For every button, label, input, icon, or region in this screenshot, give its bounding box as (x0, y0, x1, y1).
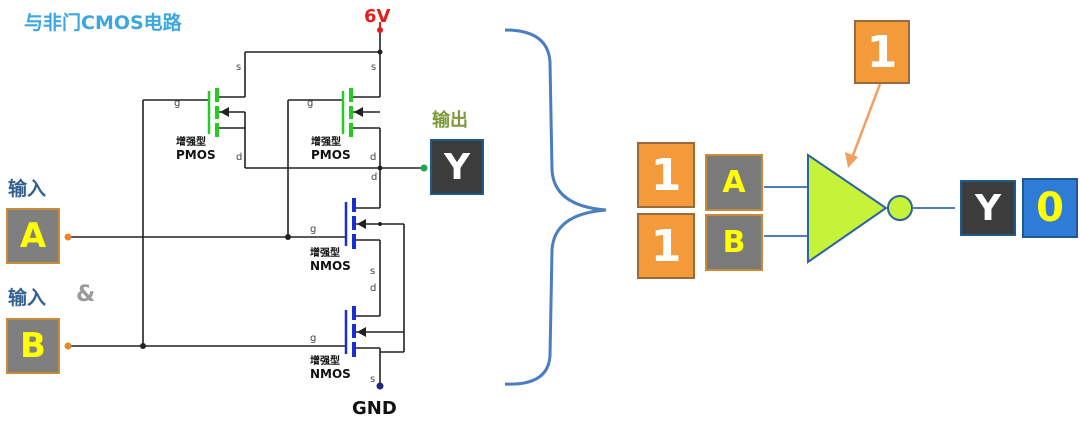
input-a-box: A (6, 208, 60, 264)
supply-node (377, 27, 383, 33)
pmos-left-label: PMOS (176, 148, 216, 162)
brace-symbol (504, 28, 607, 386)
pin-s-nmos-top: s (370, 266, 375, 277)
nand-inversion-bubble (887, 195, 913, 221)
pin-labels: s s g g d d d g s d g s (174, 62, 377, 385)
junction-dots (140, 49, 383, 349)
pin-d-pmos-left: d (236, 152, 242, 163)
nand-gate-symbol (807, 153, 888, 264)
transistor-labels: 增强型 PMOS 增强型 PMOS 增强型 NMOS 增强型 NMOS (176, 135, 351, 381)
input-a-name-box: A (705, 154, 763, 211)
ground-node (376, 382, 384, 390)
input-a-node (64, 233, 72, 241)
pin-g-nmos-top: g (310, 224, 316, 235)
pin-s-nmos-bottom: s (370, 374, 375, 385)
nmos-top-label: NMOS (310, 259, 351, 273)
input-b-value-box: 1 (637, 213, 695, 279)
pin-g-nmos-bottom: g (310, 333, 316, 344)
gate-output-name-box: Y (960, 180, 1016, 236)
diagram-title: 与非门CMOS电路 (24, 12, 182, 34)
nmos-bottom-symbol (344, 306, 380, 357)
and-symbol: & (76, 282, 96, 307)
pin-s-pmos-left: s (236, 62, 241, 73)
pmos-right-type: 增强型 (311, 135, 341, 148)
pointer-arrow-head (845, 152, 858, 168)
gate-output-value-box: 0 (1022, 178, 1078, 238)
pin-s-pmos-right: s (371, 62, 376, 73)
pin-g-pmos-right: g (307, 98, 313, 109)
output-y-box: Y (430, 139, 484, 195)
pmos-right-label: PMOS (311, 148, 351, 162)
ground-label: GND (352, 398, 397, 419)
supply-label: 6V (364, 6, 391, 27)
pointer-value-box: 1 (854, 20, 910, 84)
pmos-left-symbol (207, 88, 246, 137)
output-label: 输出 (432, 110, 468, 131)
nmos-top-symbol (344, 198, 380, 249)
nmos-top-type: 增强型 (310, 246, 340, 259)
pmos-left-type: 增强型 (176, 135, 206, 148)
nmos-bottom-label: NMOS (310, 367, 351, 381)
input-b-box: B (6, 318, 60, 374)
nmos-bottom-type: 增强型 (310, 354, 340, 367)
input-label-bottom: 输入 (8, 287, 47, 309)
pointer-arrow-line (850, 83, 882, 159)
input-b-name-box: B (705, 214, 763, 271)
input-a-value-box: 1 (637, 142, 695, 208)
pmos-right-symbol (341, 88, 380, 137)
input-label-top: 输入 (8, 178, 47, 200)
pin-d-pmos-right: d (370, 152, 376, 163)
input-b-node (64, 342, 72, 350)
pin-d-nmos-bottom: d (370, 283, 376, 294)
pin-g-pmos-left: g (174, 98, 180, 109)
output-node (420, 164, 428, 172)
pin-d-nmos-top: d (371, 172, 377, 183)
circuit-wires (68, 28, 424, 386)
